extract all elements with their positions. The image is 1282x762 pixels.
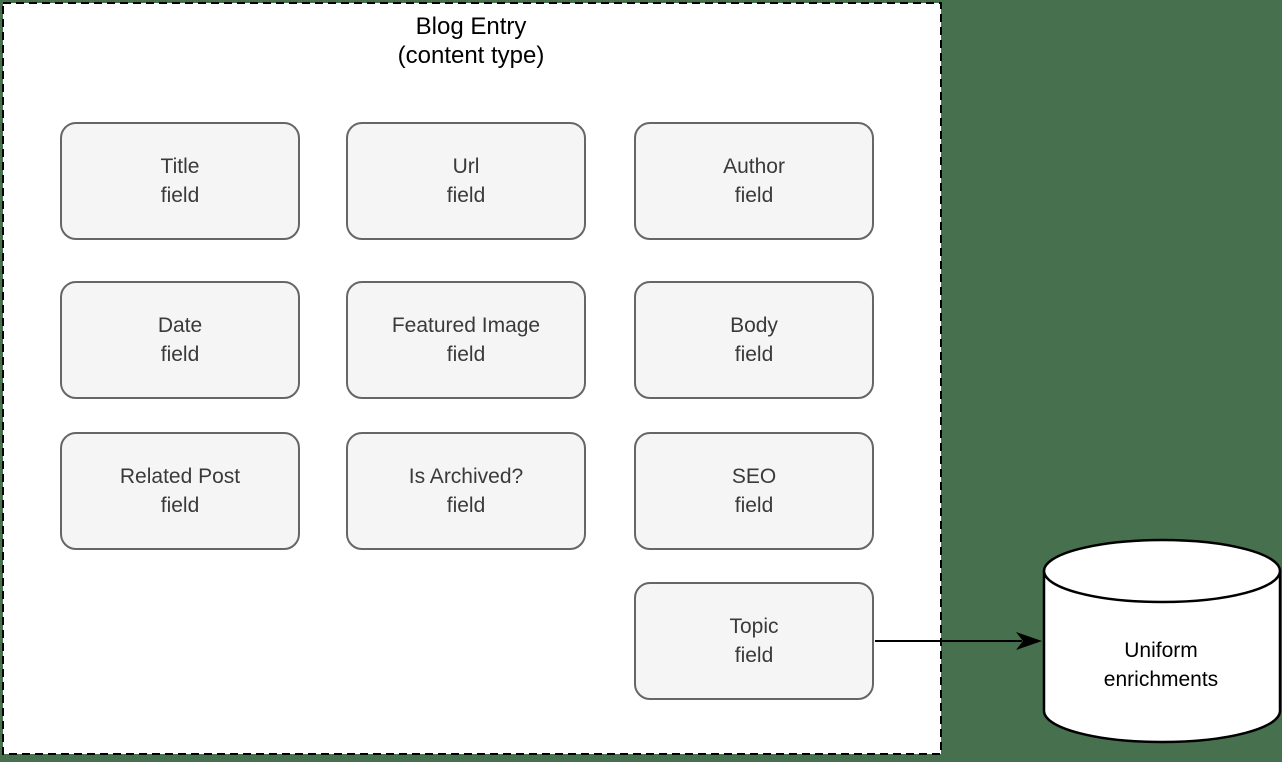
field-box-is-archived-label: Is Archived? bbox=[408, 465, 524, 488]
database-label-line2: enrichments bbox=[1103, 668, 1219, 691]
field-box-url-label: Url bbox=[452, 155, 480, 178]
database-label: Uniform enrichments bbox=[1042, 636, 1280, 694]
field-box-body-label: Body bbox=[730, 314, 778, 337]
field-box-author-sublabel: field bbox=[734, 184, 774, 207]
field-box-date: Date field bbox=[60, 281, 300, 399]
content-type-title-line1: Blog Entry bbox=[415, 13, 527, 40]
field-box-author: Author field bbox=[634, 122, 874, 240]
field-box-featured-image-sublabel: field bbox=[446, 343, 486, 366]
field-box-related-post-sublabel: field bbox=[160, 494, 200, 517]
field-box-featured-image-label: Featured Image bbox=[391, 314, 541, 337]
database-cylinder-top bbox=[1042, 538, 1282, 604]
field-box-body-sublabel: field bbox=[734, 343, 774, 366]
field-box-title-label: Title bbox=[160, 155, 200, 178]
content-type-title: Blog Entry (content type) bbox=[221, 12, 721, 70]
field-box-url: Url field bbox=[346, 122, 586, 240]
field-box-is-archived: Is Archived? field bbox=[346, 432, 586, 550]
field-box-topic: Topic field bbox=[634, 582, 874, 700]
content-type-title-line2: (content type) bbox=[397, 42, 545, 69]
field-box-title: Title field bbox=[60, 122, 300, 240]
field-box-related-post: Related Post field bbox=[60, 432, 300, 550]
field-box-title-sublabel: field bbox=[160, 184, 200, 207]
database-cylinder-body bbox=[1042, 571, 1282, 744]
field-box-seo: SEO field bbox=[634, 432, 874, 550]
field-box-date-label: Date bbox=[157, 314, 203, 337]
field-box-related-post-label: Related Post bbox=[119, 465, 241, 488]
field-box-topic-label: Topic bbox=[729, 615, 779, 638]
field-box-is-archived-sublabel: field bbox=[446, 494, 486, 517]
field-box-seo-sublabel: field bbox=[734, 494, 774, 517]
field-box-seo-label: SEO bbox=[731, 465, 777, 488]
field-box-body: Body field bbox=[634, 281, 874, 399]
field-box-date-sublabel: field bbox=[160, 343, 200, 366]
field-box-author-label: Author bbox=[723, 155, 785, 178]
topic-to-enrichments-arrowhead-icon bbox=[1016, 632, 1042, 650]
field-box-featured-image: Featured Image field bbox=[346, 281, 586, 399]
field-box-topic-sublabel: field bbox=[734, 644, 774, 667]
database-label-line1: Uniform bbox=[1124, 639, 1198, 662]
field-box-url-sublabel: field bbox=[446, 184, 486, 207]
